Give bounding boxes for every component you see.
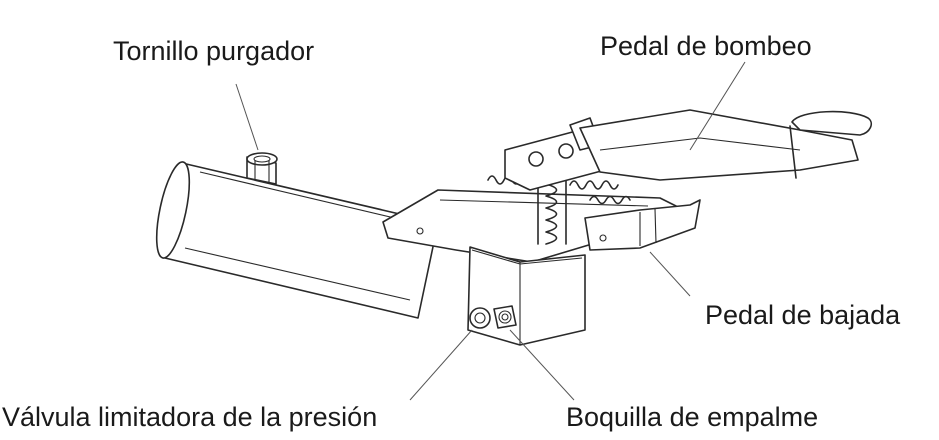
bleed-screw: [246, 152, 278, 185]
relief-valve: [469, 307, 491, 329]
release-pedal: [584, 199, 701, 251]
leader-lines: [235, 61, 746, 401]
coupling-nipple-label: Boquilla de empalme: [566, 402, 819, 432]
release-pedal-label: Pedal de bajada: [705, 300, 901, 330]
pump-pedal-label: Pedal de bombeo: [600, 31, 812, 61]
relief-valve-label: Válvula limitadora de la presión: [2, 402, 378, 432]
pump-body: [467, 246, 586, 346]
bleed-screw-label: Tornillo purgador: [113, 36, 315, 66]
coupling-nipple: [493, 305, 517, 329]
reservoir-cylinder: [155, 161, 439, 319]
pump-pedal: [579, 109, 872, 181]
